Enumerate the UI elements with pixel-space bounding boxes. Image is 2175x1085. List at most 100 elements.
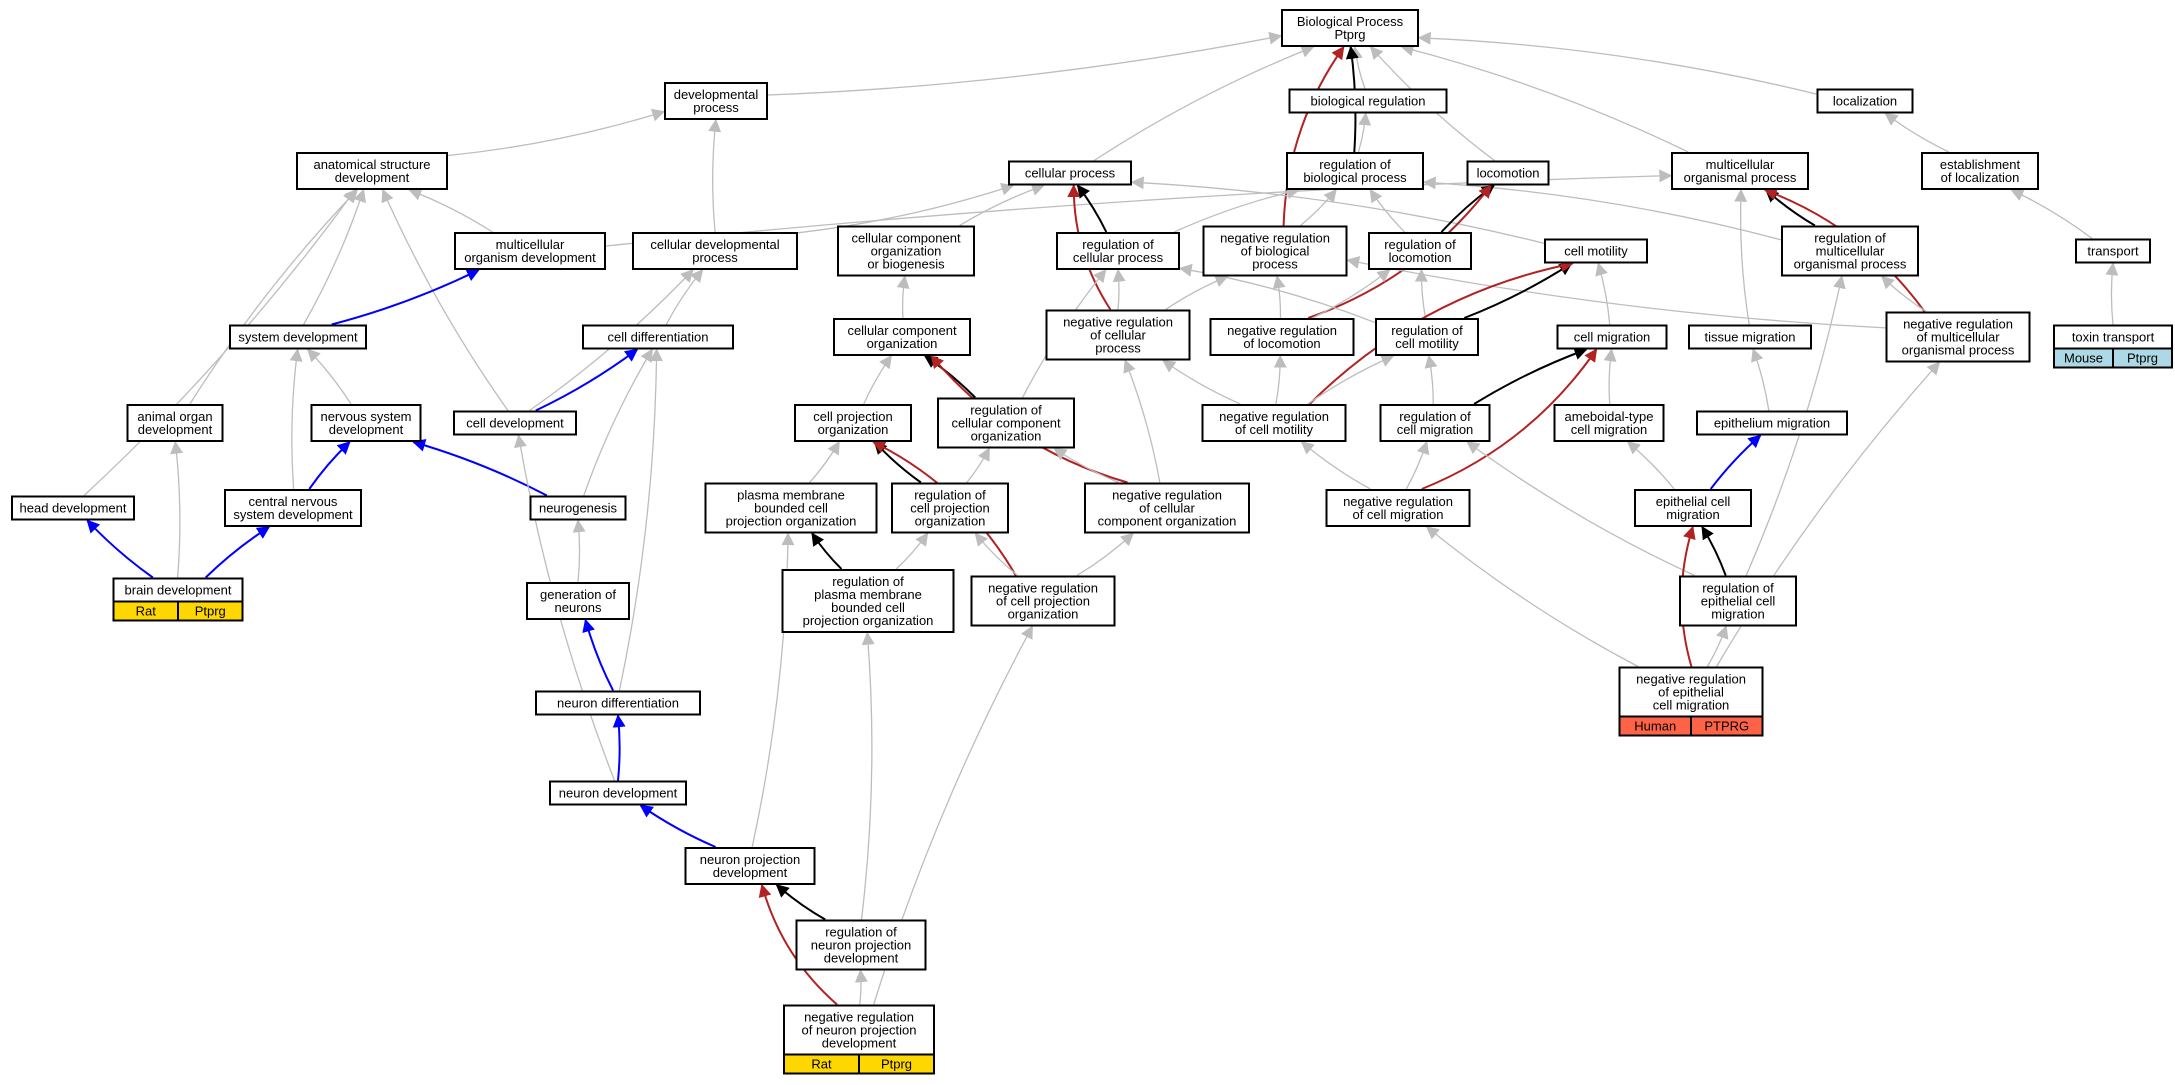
edge-regepimig-to-regcellmig [1466, 441, 1695, 577]
edge-reglocom-to-regbio [1369, 188, 1406, 233]
node-box [795, 919, 927, 971]
node-label-line: generation of [540, 587, 616, 602]
node-box [126, 404, 224, 442]
edge-cellproc-to-bp [1093, 45, 1315, 162]
node-box [970, 575, 1116, 627]
node-label-line: of cellular [1090, 328, 1146, 343]
edge-tissmig-to-multiproc [1734, 188, 1750, 325]
node-label-line: developmental [674, 87, 759, 102]
node-label-line: neuron projection [700, 852, 800, 867]
node-label-line: organismal process [1902, 343, 2015, 358]
edge-negregcco-to-negregcell [1123, 359, 1161, 483]
edge-epicellmig-to-epimig [1709, 434, 1762, 490]
edge-regbio-to-bioreg [1357, 112, 1372, 153]
species-tag-label: Mouse [2064, 351, 2103, 366]
edge-neurdev-to-neurdiff [612, 714, 626, 781]
node-label-line: negative regulation [1063, 315, 1173, 330]
node-label-line: organization [867, 336, 938, 351]
node-label-line: neuron differentiation [557, 696, 679, 711]
edge-negregcellmig-to-negregcellmot [1300, 441, 1371, 490]
edge-braindev-to-headdev [86, 519, 154, 579]
node-box [1634, 489, 1752, 527]
edge-negregnpd-to-npd [758, 883, 838, 1006]
edge-asd-to-devproc [447, 108, 666, 157]
node-neuron-differentiation: neuron differentiation [535, 690, 701, 716]
edge-multidev-to-asd [408, 188, 493, 233]
edge-cco-to-ccob [896, 275, 910, 319]
node-label-line: cell projection [813, 409, 893, 424]
node-box [1679, 575, 1797, 627]
node-box [529, 495, 627, 521]
edge-negregcell-to-negregbio [1165, 274, 1229, 311]
node-label-line: cellular component [851, 231, 961, 246]
node-label-line: locomotion [1389, 250, 1452, 265]
node-box [704, 482, 878, 534]
node-label-line: central nervous [249, 494, 338, 509]
node-label-line: cellular process [1073, 250, 1164, 265]
edge-negregnpd-to-regnpd [854, 969, 868, 1005]
node-label-line: bounded cell [831, 600, 905, 615]
edge-negreglocom-to-negregbio [1272, 275, 1286, 319]
edge-negregmulti-to-regmulti [1881, 275, 1927, 313]
edge-negregbio-to-regbio [1300, 188, 1337, 227]
edge-regcellmot-to-reglocom [1414, 268, 1428, 319]
edge-celldevproc-to-devproc [708, 118, 722, 233]
node-box [582, 324, 734, 350]
edge-negreglocom-to-reglocom [1312, 269, 1391, 319]
node-label-line: of cell motility [1235, 422, 1314, 437]
node-label-line: process [1095, 341, 1141, 356]
node-tissue-migration: tissue migration [1688, 324, 1812, 350]
node-cell-motility: cell motility [1544, 238, 1648, 264]
node-box [453, 410, 577, 436]
node-layer: Biological ProcessPtprgdevelopmentalproc… [11, 9, 2173, 1075]
node-label-line: negative regulation [804, 1010, 914, 1025]
edge-sysdev-to-multidev [331, 269, 480, 326]
node-label-line: cell differentiation [608, 330, 709, 345]
node-label-line: of localization [1941, 170, 2020, 185]
edge-negregepimig-to-regepimig [1706, 625, 1729, 667]
edge-toxin-to-transport [2105, 262, 2119, 325]
node-label-line: regulation of [970, 403, 1042, 418]
edge-negregcellmot-to-negregcell [1162, 359, 1241, 405]
node-label-line: cell migration [1397, 422, 1474, 437]
node-label-line: migration [1711, 607, 1764, 622]
edge-cnsd-to-sysdev [289, 348, 303, 490]
node-label-line: regulation of [914, 488, 986, 503]
edge-celldevproc-to-cellproc [797, 182, 1015, 234]
node-box [1209, 318, 1355, 356]
gene-tag-label: Ptprg [195, 604, 226, 619]
node-label-line: regulation of [1391, 323, 1463, 338]
edge-headdev-to-asd [83, 188, 356, 496]
edge-braindev-to-animorg [170, 440, 184, 578]
node-box [684, 847, 816, 885]
edge-negregcellmig-to-regcellmig [1405, 440, 1430, 490]
node-label-line: negative regulation [1112, 488, 1222, 503]
node-label-line: negative regulation [1220, 231, 1330, 246]
node-label-line: brain development [125, 583, 232, 598]
node-box [296, 152, 448, 190]
node-box [794, 404, 912, 442]
edge-negregbio-to-bp [1282, 45, 1345, 226]
node-label-line: process [1252, 257, 1298, 272]
edge-regmulti-to-multiproc [1765, 189, 1816, 227]
node-label-line: development [329, 422, 404, 437]
node-label-line: of epithelial [1658, 685, 1724, 700]
node-label-line: tissue migration [1704, 330, 1795, 345]
edge-estloc-to-local [1884, 112, 1950, 153]
node-locomotion: locomotion [1466, 160, 1550, 186]
